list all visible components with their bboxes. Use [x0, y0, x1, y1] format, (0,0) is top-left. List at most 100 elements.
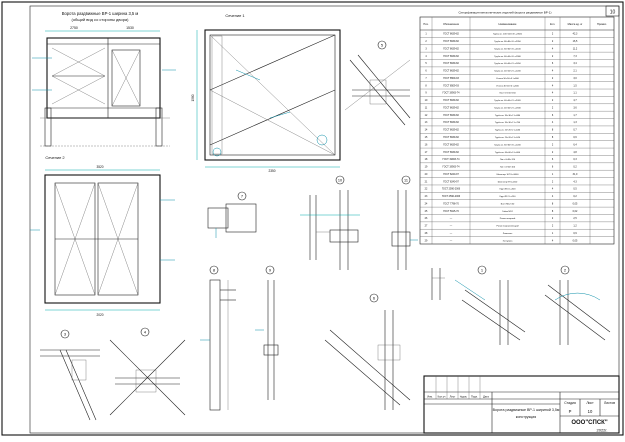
spec-cell: 19: [425, 166, 428, 169]
spec-cell: —: [450, 225, 453, 228]
spec-cell: ГОСТ 8639-82: [443, 121, 459, 124]
spec-cell: 3,6: [573, 106, 577, 109]
spec-cell: Труба кв. 40×40×2 L=2020: [494, 99, 521, 102]
detail-11-view: 11: [391, 175, 418, 270]
sheet-number-box: [605, 5, 620, 17]
detail-6-number: 6: [373, 296, 376, 301]
view-b-dim-height: 1580: [191, 94, 195, 101]
detail-3-view: 3: [40, 329, 100, 421]
spec-cell: 0,05: [573, 202, 578, 205]
view-a-frame: [46, 37, 161, 119]
spec-cell: 16,5: [573, 40, 578, 43]
spec-cell: 0,3: [573, 158, 577, 161]
detail-10-view: 10: [300, 175, 360, 270]
spec-cell: 2: [552, 33, 554, 36]
view-a-gate: [111, 49, 141, 107]
view-c-title: Сечение 2: [45, 155, 65, 160]
spec-cell: 22: [425, 188, 428, 191]
spec-cell: 0,02: [573, 210, 578, 213]
title-sheets-label: Листов: [604, 401, 615, 405]
spec-cell: 20: [425, 173, 428, 176]
spec-cell: 4: [552, 195, 554, 198]
spec-cell: 2: [552, 217, 554, 220]
detail-9-number: 9: [269, 268, 272, 273]
spec-cell: 2: [552, 106, 554, 109]
spec-cell: 1,1: [573, 92, 577, 95]
spec-cell: 2: [552, 143, 554, 146]
spec-cell: 15: [425, 136, 428, 139]
title-row-label: Изм.: [427, 394, 433, 398]
spec-cell: ГОСТ 8639-82: [443, 70, 459, 73]
spec-cell: 4: [552, 188, 554, 191]
detail-1-number: 1: [481, 268, 484, 273]
spec-cell: 11,2: [573, 47, 578, 50]
spec-cell: 2: [425, 40, 427, 43]
detail-7-view: 7: [207, 191, 257, 238]
spec-title: Спецификация металлических изделий (воро…: [459, 11, 552, 15]
spec-cell: Швеллер 8П L=600: [498, 181, 518, 183]
detail-12-view: [431, 268, 445, 300]
spec-cell: 4,3: [573, 180, 577, 183]
spec-cell: Круг Ø16 L=300: [500, 189, 517, 191]
spec-cell: ГОСТ 8240-97: [443, 173, 459, 176]
spec-cell: 5: [425, 62, 427, 65]
spec-cell: 0,9: [573, 232, 577, 235]
spec-cell: Труба кв. 60×60×3 L=900: [495, 151, 521, 154]
view-a: Ворота раздвижные ВР-1 ширина 3,5 м (общ…: [32, 11, 176, 147]
spec-cell: 4,8: [573, 151, 577, 154]
spec-cell: 25: [425, 210, 428, 213]
spec-cell: Труба кв. 30×30×2 L=750: [495, 121, 521, 124]
spec-cell: 6: [552, 62, 554, 65]
spec-cell: Труба кв. 40×40×2 L=1450: [494, 62, 521, 65]
spec-cell: Труба кв. 60×60×3 L=2100: [494, 47, 521, 50]
spec-cell: 2: [552, 77, 554, 80]
spec-cell: 4: [552, 239, 554, 242]
spec-cell: 12: [425, 114, 428, 117]
spec-cell: ГОСТ 19903-74: [443, 92, 461, 95]
detail-8-view: 8: [200, 265, 236, 411]
spec-cell: 7: [425, 77, 427, 80]
spec-cell: Труба кв. 40×40×2 L=1530: [494, 106, 521, 109]
spec-cell: 3,0: [573, 77, 577, 80]
spec-cell: Лист 4×60×100: [500, 166, 516, 169]
spec-cell: 4: [552, 47, 554, 50]
spec-cell: Уголок 50×50×5 L=800: [496, 77, 519, 80]
spec-cell: ГОСТ 8639-82: [443, 40, 459, 43]
view-a-dim-1: 2750: [70, 26, 78, 30]
view-c: Сечение 2 3520 2020: [30, 155, 175, 317]
spec-cell: 2,5: [573, 217, 577, 220]
spec-cell: 27: [425, 225, 428, 228]
spec-cell: Труба кв. 40×20×2 L=1200: [494, 70, 521, 73]
spec-cell: 1: [425, 33, 427, 36]
detail-10-number: 10: [338, 179, 342, 183]
spec-cell: ГОСТ 8509-93: [443, 84, 459, 87]
spec-cell: ГОСТ 8639-82: [443, 99, 459, 102]
title-stage: Р: [569, 409, 572, 414]
spec-cell: ГОСТ 8639-82: [443, 47, 459, 50]
view-a-post-right: [155, 107, 163, 147]
title-year: 2022г.: [597, 428, 608, 433]
detail-5-number: 5: [381, 43, 384, 48]
title-sheet-label: Лист: [586, 401, 594, 405]
spec-cell: 0,7: [573, 129, 577, 132]
title-row-label: Дата: [483, 394, 489, 398]
title-sheet: 10: [588, 409, 593, 414]
spec-cell: Ловитель: [503, 233, 513, 235]
spec-cell: ГОСТ 8639-82: [443, 106, 459, 109]
title-drawing-type: конструкция: [516, 415, 536, 419]
spec-cell: 1,7: [573, 114, 577, 117]
spec-cell: ГОСТ 8639-82: [443, 129, 459, 132]
spec-cell: 29: [425, 239, 428, 242]
spec-cell: ГОСТ 8509-93: [443, 77, 459, 80]
spec-cell: —: [450, 239, 453, 242]
spec-cell: Лист 6×150×150: [499, 92, 516, 95]
view-a-title: Ворота раздвижные ВР-1 ширина 3,5 м: [62, 11, 139, 16]
spec-cell: 6: [552, 158, 554, 161]
title-row-label: Подп.: [471, 394, 478, 398]
spec-cell: ГОСТ 5915-70: [443, 210, 459, 213]
detail-4-number: 4: [144, 330, 147, 335]
view-b-title: Сечение 1: [225, 13, 245, 18]
spec-cell: 42,3: [573, 33, 578, 36]
